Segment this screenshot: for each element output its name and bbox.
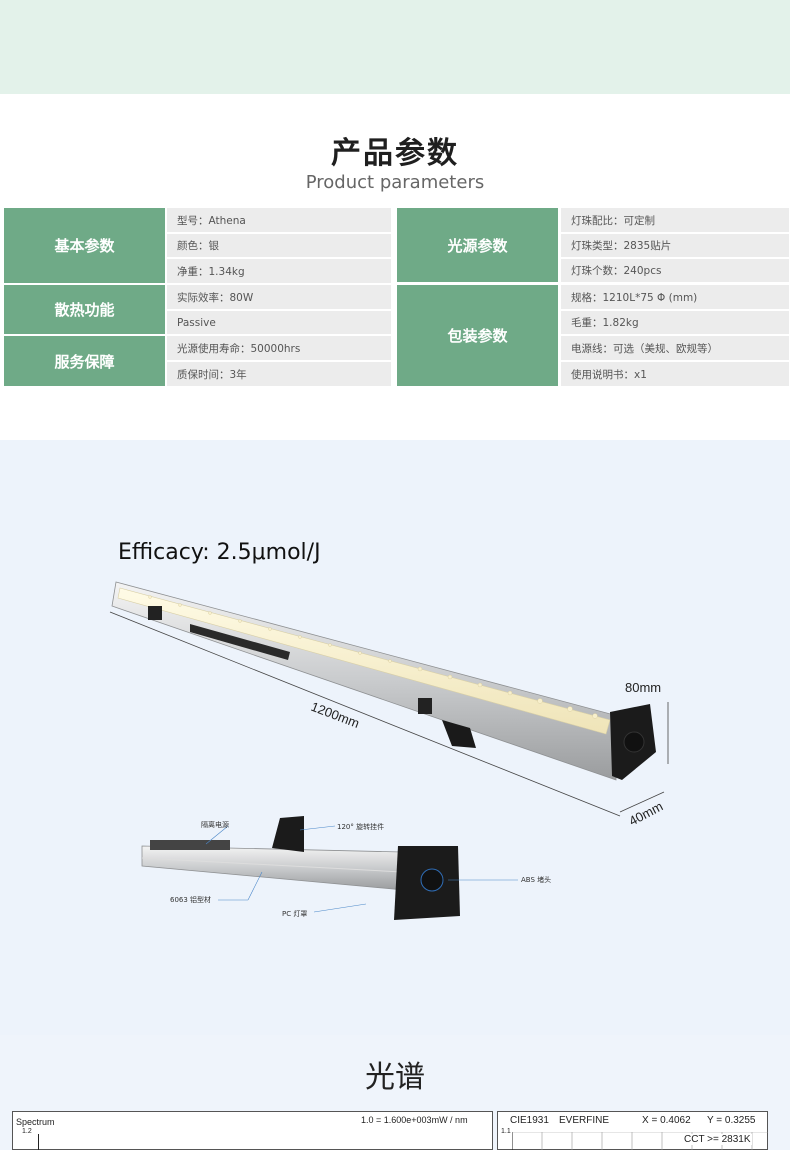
cie-label: CIE1931 [510, 1115, 549, 1126]
param-row: 光源使用寿命：50000hrs [167, 336, 391, 360]
spectrum-title: 光谱 [365, 1060, 425, 1095]
callout-profile: 6063 铝型材 [170, 896, 212, 904]
param-row: 型号：Athena [167, 208, 391, 232]
param-row: 灯珠类型：2835贴片 [561, 234, 789, 257]
group-service-label: 服务保障 [4, 336, 165, 386]
spectrum-y-tick: 1.2 [22, 1128, 32, 1135]
param-row: 灯珠个数：240pcs [561, 259, 789, 282]
led-strip [117, 587, 611, 735]
cie-brand: EVERFINE [559, 1115, 610, 1126]
param-row: 毛重：1.82kg [561, 311, 789, 334]
efficacy-label: Efficacy: 2.5μmol/J [118, 540, 321, 565]
bracket [418, 698, 432, 714]
driver-box [190, 624, 290, 660]
cie-y-value: Y = 0.3255 [707, 1115, 756, 1126]
section-title-en: Product parameters [305, 172, 485, 193]
exploded-hanger [272, 816, 304, 852]
product-showcase [0, 440, 790, 1035]
group-cooling-label: 散热功能 [4, 285, 165, 334]
cie-x-value: X = 0.4062 [642, 1115, 691, 1126]
spectrum-scale: 1.0 = 1.600e+003mW / nm [361, 1115, 468, 1125]
dim-length-line [109, 611, 621, 817]
dim-width-line [619, 791, 665, 813]
param-row: 使用说明书：x1 [561, 362, 789, 386]
dim-length: 1200mm [309, 699, 362, 731]
param-row: 净重：1.34kg [167, 259, 391, 283]
callout-cap: ABS 堵头 [521, 876, 552, 884]
callout-hanger: 120° 旋转挂件 [337, 823, 385, 831]
param-row: 灯珠配比：可定制 [561, 208, 789, 232]
callout-power: 隔离电源 [201, 821, 229, 829]
section-title-cn: 产品参数 [331, 136, 459, 171]
param-row: 实际效率：80W [167, 285, 391, 309]
exploded-driver [150, 840, 230, 850]
group-package-label: 包装参数 [397, 285, 558, 386]
spectrum-label: Spectrum [16, 1117, 55, 1127]
dim-width: 40mm [626, 798, 665, 828]
top-banner [0, 0, 790, 94]
group-light-label: 光源参数 [397, 208, 558, 282]
spectrum-chart [12, 1111, 493, 1150]
dim-height: 80mm [625, 680, 661, 695]
param-row: 质保时间：3年 [167, 362, 391, 386]
bracket [148, 606, 162, 620]
spectrum-y-axis [38, 1134, 39, 1150]
param-row: Passive [167, 311, 391, 334]
cie-cct: CCT >= 2831K [683, 1134, 752, 1145]
param-row: 电源线：可选（美规、欧规等） [561, 336, 789, 360]
param-row: 颜色：银 [167, 234, 391, 257]
led-dots [148, 595, 598, 719]
callout-cover: PC 灯罩 [282, 910, 308, 918]
param-row: 规格：1210L*75 Φ (mm) [561, 285, 789, 309]
exploded-bar [141, 845, 405, 891]
group-basic-label: 基本参数 [4, 208, 165, 283]
cie-y-tick: 1.1 [501, 1128, 511, 1135]
cap-knob [623, 731, 645, 753]
hanger [442, 720, 476, 748]
